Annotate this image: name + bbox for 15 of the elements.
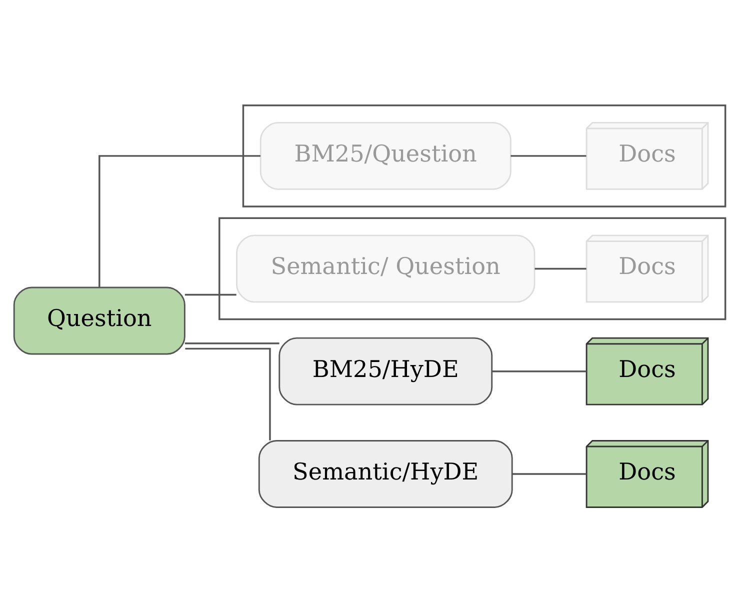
node-box: BM25/HyDE [278, 337, 493, 406]
node-box: Question [13, 286, 186, 355]
node-box: Semantic/ Question [236, 234, 536, 303]
connector [534, 268, 586, 270]
connector [184, 294, 236, 296]
connector [492, 370, 586, 372]
connector [98, 155, 260, 288]
connector [510, 155, 586, 157]
cluster [242, 104, 726, 208]
node-box: BM25/Question [260, 122, 512, 190]
connector [512, 473, 586, 475]
cluster [218, 217, 726, 320]
connector [185, 348, 271, 440]
connector [184, 342, 280, 344]
node-box: Semantic/HyDE [258, 440, 513, 508]
